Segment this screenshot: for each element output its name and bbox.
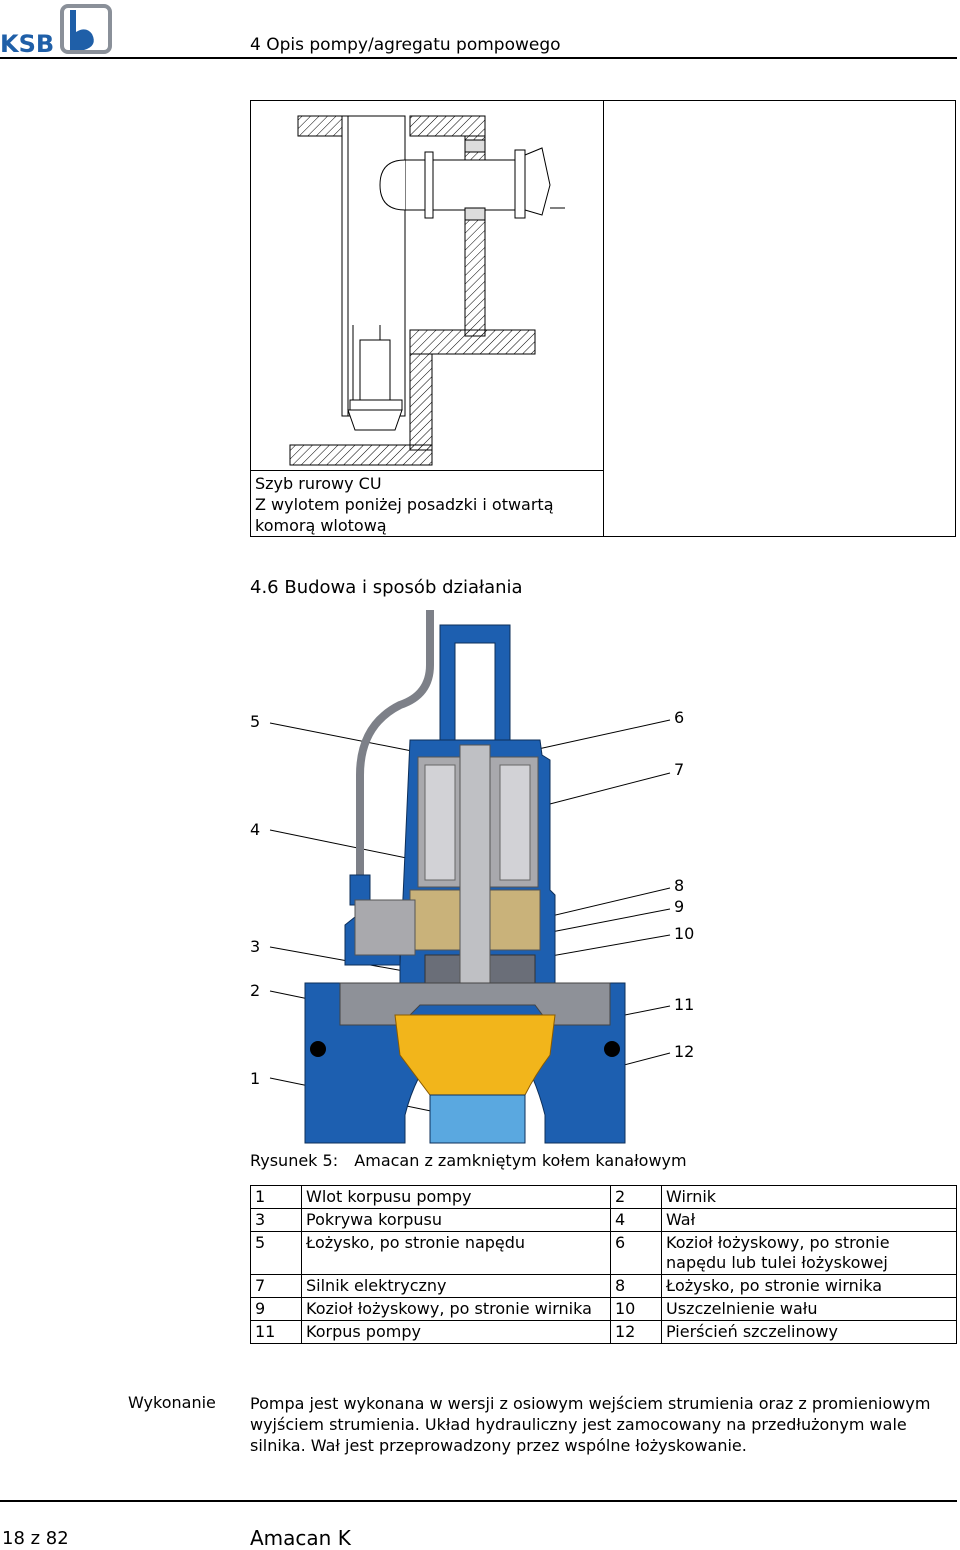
legend-num: 8 bbox=[610, 1274, 662, 1298]
table-row: 5 Łożysko, po stronie napędu 6 Kozioł ło… bbox=[250, 1231, 957, 1275]
figure-caption: Rysunek 5: Amacan z zamkniętym kołem kan… bbox=[250, 1151, 687, 1170]
legend-num: 10 bbox=[610, 1297, 662, 1321]
callout-5: 5 bbox=[250, 712, 260, 731]
document-name: Amacan K bbox=[250, 1526, 351, 1550]
ksb-logo: KSB bbox=[0, 2, 115, 58]
figure-label: Rysunek 5: bbox=[250, 1151, 339, 1170]
callout-10: 10 bbox=[674, 924, 694, 943]
legend-table: 1 Wlot korpusu pompy 2 Wirnik 3 Pokrywa … bbox=[250, 1185, 957, 1344]
legend-text: Wlot korpusu pompy bbox=[301, 1185, 611, 1209]
legend-num: 12 bbox=[610, 1320, 662, 1344]
callout-3: 3 bbox=[250, 937, 260, 956]
legend-num: 1 bbox=[250, 1185, 302, 1209]
callout-9: 9 bbox=[674, 897, 684, 916]
callout-1: 1 bbox=[250, 1069, 260, 1088]
section-title: 4.6 Budowa i sposób działania bbox=[250, 577, 523, 598]
legend-text: Pierścień szczelinowy bbox=[661, 1320, 957, 1344]
callout-11: 11 bbox=[674, 995, 694, 1014]
table-row: 3 Pokrywa korpusu 4 Wał bbox=[250, 1208, 957, 1232]
wykonanie-label: Wykonanie bbox=[128, 1393, 216, 1412]
caption-divider bbox=[250, 470, 603, 471]
legend-text: Silnik elektryczny bbox=[301, 1274, 611, 1298]
header-divider bbox=[0, 57, 957, 59]
footer-divider bbox=[0, 1500, 957, 1502]
legend-num: 9 bbox=[250, 1297, 302, 1321]
legend-num: 7 bbox=[250, 1274, 302, 1298]
legend-num: 2 bbox=[610, 1185, 662, 1209]
callout-7: 7 bbox=[674, 760, 684, 779]
pump-cross-section: 5 4 3 2 1 6 7 8 9 10 11 12 bbox=[250, 610, 694, 1144]
legend-num: 6 bbox=[610, 1231, 662, 1275]
legend-text: Kozioł łożyskowy, po stronie wirnika bbox=[301, 1297, 611, 1321]
legend-num: 11 bbox=[250, 1320, 302, 1344]
tube-shaft-drawing bbox=[289, 115, 565, 466]
installation-caption-title: Szyb rurowy CU bbox=[255, 474, 382, 493]
svg-text:KSB: KSB bbox=[0, 30, 54, 54]
page-number: 18 z 82 bbox=[2, 1528, 69, 1549]
legend-text: Łożysko, po stronie wirnika bbox=[661, 1274, 957, 1298]
callout-12: 12 bbox=[674, 1042, 694, 1061]
legend-text: Wirnik bbox=[661, 1185, 957, 1209]
legend-text: Kozioł łożyskowy, po stronie napędu lub … bbox=[661, 1231, 957, 1275]
figure-title: Amacan z zamkniętym kołem kanałowym bbox=[354, 1151, 687, 1170]
legend-num: 4 bbox=[610, 1208, 662, 1232]
table-row: 7 Silnik elektryczny 8 Łożysko, po stron… bbox=[250, 1274, 957, 1298]
legend-text: Uszczelnienie wału bbox=[661, 1297, 957, 1321]
callout-4: 4 bbox=[250, 820, 260, 839]
wykonanie-text: Pompa jest wykonana w wersji z osiowym w… bbox=[250, 1394, 931, 1455]
legend-text: Wał bbox=[661, 1208, 957, 1232]
legend-text: Pokrywa korpusu bbox=[301, 1208, 611, 1232]
table-row: 11 Korpus pompy 12 Pierścień szczelinowy bbox=[250, 1320, 957, 1344]
installation-caption: Szyb rurowy CU Z wylotem poniżej posadzk… bbox=[255, 473, 595, 536]
section-header: 4 Opis pompy/agregatu pompowego bbox=[250, 35, 561, 55]
legend-num: 5 bbox=[250, 1231, 302, 1275]
legend-num: 3 bbox=[250, 1208, 302, 1232]
callout-6: 6 bbox=[674, 708, 684, 727]
legend-text: Łożysko, po stronie napędu bbox=[301, 1231, 611, 1275]
callout-2: 2 bbox=[250, 981, 260, 1000]
figure-divider bbox=[603, 100, 604, 537]
callout-8: 8 bbox=[674, 876, 684, 895]
table-row: 9 Kozioł łożyskowy, po stronie wirnika 1… bbox=[250, 1297, 957, 1321]
legend-text: Korpus pompy bbox=[301, 1320, 611, 1344]
table-row: 1 Wlot korpusu pompy 2 Wirnik bbox=[250, 1185, 957, 1209]
installation-caption-text: Z wylotem poniżej posadzki i otwartą kom… bbox=[255, 495, 554, 535]
